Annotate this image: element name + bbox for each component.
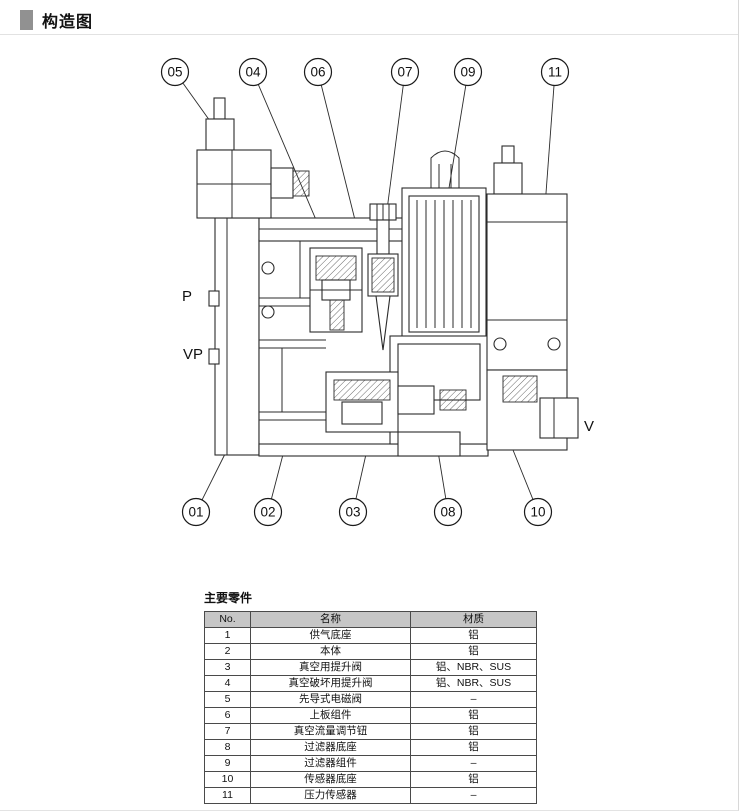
part-material: 铝、NBR、SUS — [410, 659, 537, 676]
table-row: 8 过滤器底座 铝 — [204, 739, 537, 756]
part-no: 11 — [204, 787, 251, 804]
table-row: 5 先导式电磁阀 – — [204, 691, 537, 708]
port-label-p: P — [182, 288, 192, 305]
col-material: 材质 — [410, 611, 537, 628]
part-vacuum-break-valve — [309, 247, 363, 333]
part-material: 铝、NBR、SUS — [410, 675, 537, 692]
parts-table: No. 名称 材质 1 供气底座 铝 2 本体 铝 3 真空用提 — [204, 611, 537, 804]
part-material: – — [410, 787, 537, 804]
section-marker-icon — [20, 10, 33, 30]
part-no: 6 — [204, 707, 251, 724]
port-labels: P VP V — [182, 288, 594, 435]
table-row: 1 供气底座 铝 — [204, 627, 537, 644]
part-flow-adjust-knob — [367, 203, 399, 351]
callout-06: 06 — [310, 65, 325, 80]
part-pilot-solenoid-valve — [196, 97, 310, 219]
part-name: 过滤器组件 — [250, 755, 411, 772]
table-row: 10 传感器底座 铝 — [204, 771, 537, 788]
part-name: 上板组件 — [250, 707, 411, 724]
callout-07: 07 — [397, 65, 412, 80]
main-parts-section: 主要零件 No. 名称 材质 1 供气底座 铝 2 本体 铝 — [204, 589, 537, 804]
callout-02: 02 — [260, 505, 275, 520]
part-name: 过滤器底座 — [250, 739, 411, 756]
part-no: 10 — [204, 771, 251, 788]
part-name: 本体 — [250, 643, 411, 660]
part-supply-base — [208, 217, 260, 456]
part-name: 真空流量调节钮 — [250, 723, 411, 740]
part-name: 供气底座 — [250, 627, 411, 644]
callout-11: 11 — [548, 65, 562, 80]
part-name: 传感器底座 — [250, 771, 411, 788]
part-no: 1 — [204, 627, 251, 644]
callout-01: 01 — [188, 505, 203, 520]
callout-09: 09 — [460, 65, 475, 80]
header-divider — [0, 34, 738, 35]
part-sensor-base — [486, 369, 579, 451]
part-pressure-sensor — [486, 145, 568, 371]
part-material: – — [410, 691, 537, 708]
part-no: 5 — [204, 691, 251, 708]
part-material: 铝 — [410, 723, 537, 740]
part-no: 3 — [204, 659, 251, 676]
part-material: 铝 — [410, 627, 537, 644]
callout-10: 10 — [530, 505, 545, 520]
port-label-v: V — [584, 418, 594, 435]
part-material: – — [410, 755, 537, 772]
part-name: 压力传感器 — [250, 787, 411, 804]
part-name: 真空用提升阀 — [250, 659, 411, 676]
col-no: No. — [204, 611, 251, 628]
part-material: 铝 — [410, 707, 537, 724]
part-name: 先导式电磁阀 — [250, 691, 411, 708]
part-no: 7 — [204, 723, 251, 740]
callout-05: 05 — [167, 65, 182, 80]
table-header-row: No. 名称 材质 — [204, 611, 537, 628]
section-title: 构造图 — [42, 14, 94, 31]
table-row: 11 压力传感器 – — [204, 787, 537, 804]
callout-04: 04 — [245, 65, 261, 80]
part-material: 铝 — [410, 739, 537, 756]
part-filter-assembly — [401, 150, 487, 341]
part-no: 8 — [204, 739, 251, 756]
table-row: 2 本体 铝 — [204, 643, 537, 660]
part-no: 9 — [204, 755, 251, 772]
callout-balloons-top: 05 04 06 07 09 11 — [160, 57, 570, 87]
callout-balloons-bottom: 01 02 03 08 10 — [181, 497, 553, 527]
part-no: 4 — [204, 675, 251, 692]
port-label-vp: VP — [183, 346, 203, 363]
table-row: 3 真空用提升阀 铝、NBR、SUS — [204, 659, 537, 676]
part-material: 铝 — [410, 643, 537, 660]
callout-03: 03 — [345, 505, 360, 520]
construction-diagram: 05 04 06 07 09 11 01 02 03 08 10 — [160, 57, 594, 527]
part-vacuum-lift-valve — [325, 371, 467, 433]
table-row: 9 过滤器组件 – — [204, 755, 537, 772]
callout-08: 08 — [440, 505, 455, 520]
parts-heading: 主要零件 — [204, 591, 253, 605]
body-channels — [259, 241, 326, 421]
part-name: 真空破坏用提升阀 — [250, 675, 411, 692]
col-name: 名称 — [250, 611, 411, 628]
part-no: 2 — [204, 643, 251, 660]
section-header: 构造图 — [20, 8, 93, 32]
table-row: 7 真空流量调节钮 铝 — [204, 723, 537, 740]
table-row: 4 真空破坏用提升阀 铝、NBR、SUS — [204, 675, 537, 692]
part-material: 铝 — [410, 771, 537, 788]
table-row: 6 上板组件 铝 — [204, 707, 537, 724]
